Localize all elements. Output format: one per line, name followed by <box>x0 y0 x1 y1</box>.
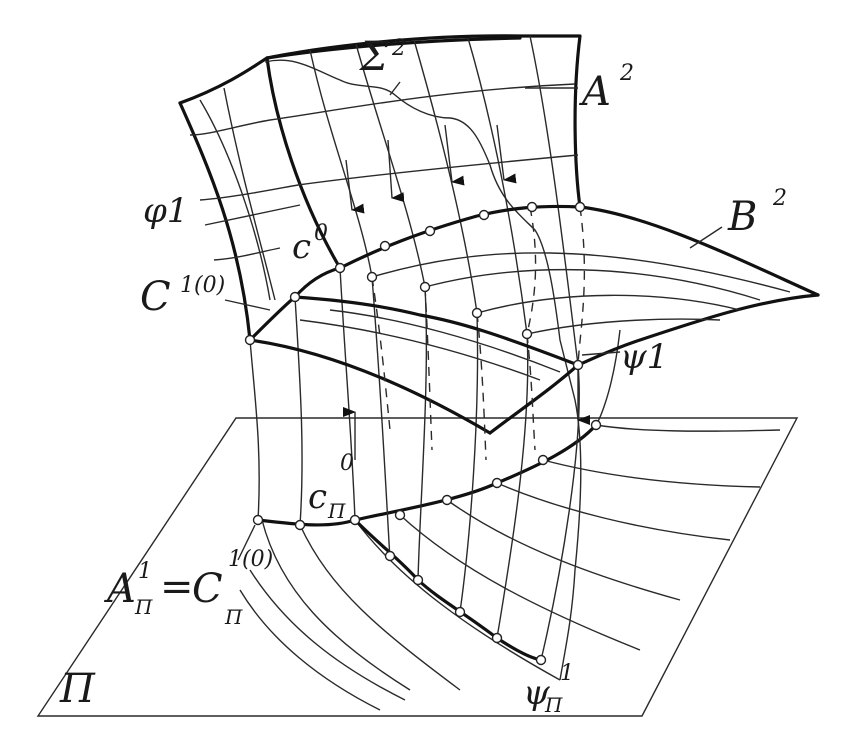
curve-c-pi <box>256 423 598 527</box>
label-pi: Π <box>59 666 96 712</box>
label-c-pi: c <box>308 477 327 517</box>
label-psi-pi-sup: 1 <box>560 661 574 686</box>
points <box>244 201 602 666</box>
label-c-pi-big: C <box>192 566 223 612</box>
label-c0-sup: 0 <box>314 221 328 246</box>
label-psi-pi-sub: Π <box>544 693 563 717</box>
label-a-sup: 2 <box>619 61 634 86</box>
flow-arrows <box>343 124 590 460</box>
label-phi: φ1 <box>143 191 188 231</box>
label-a: A <box>578 69 611 115</box>
label-c-pi-sup: 0 <box>340 451 354 476</box>
curve-sigma <box>264 59 582 681</box>
surface-a-grid <box>189 35 579 366</box>
label-c-pi-big-sub: Π <box>224 605 243 629</box>
plane-pi <box>36 417 799 717</box>
label-equals: = <box>160 564 194 610</box>
label-c0: c <box>292 227 311 267</box>
label-a-pi-sub: Π <box>134 595 153 619</box>
leader-lines <box>204 81 723 561</box>
label-c-pi-sub: Π <box>327 499 346 523</box>
label-c: C <box>140 274 171 320</box>
surface-b-grid <box>299 206 791 461</box>
label-c-pi-big-sup: 1(0) <box>228 547 273 572</box>
label-c-sup: 1(0) <box>180 273 225 298</box>
plane-curves <box>239 424 781 711</box>
label-sigma-sup: 2 <box>391 36 406 61</box>
label-psi: ψ1 <box>620 337 668 377</box>
label-b: B <box>727 194 757 240</box>
surface-a-outline <box>178 36 522 105</box>
curve-psi-pi <box>353 518 543 662</box>
vertical-generators <box>249 267 621 661</box>
label-b-sup: 2 <box>772 186 787 211</box>
label-a-pi-sup: 1 <box>138 559 152 584</box>
label-psi-pi: ψ <box>523 673 550 713</box>
label-a-pi: A <box>103 566 136 612</box>
label-sigma: Σ <box>358 34 389 80</box>
